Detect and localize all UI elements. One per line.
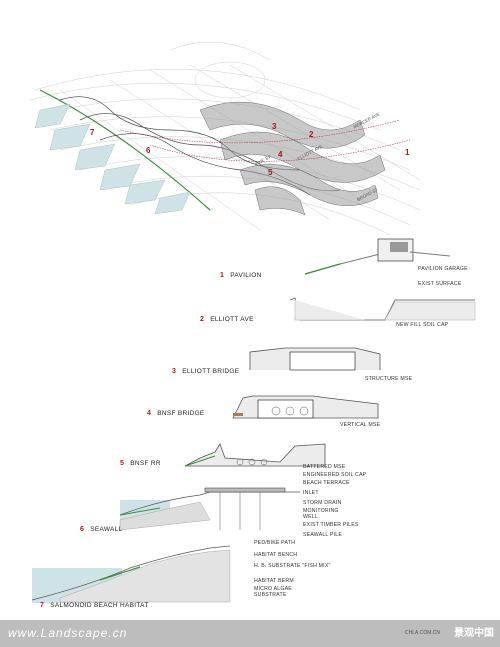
section-6-label-beach-terrace: BEACH TERRACE xyxy=(303,480,350,486)
map-number-1: 1 xyxy=(405,148,410,157)
water-blades xyxy=(34,103,191,215)
shoreline-green-line xyxy=(39,89,211,211)
section-4-label-vertical-mse: VERTICAL MSE xyxy=(340,422,381,428)
map-number-4: 4 xyxy=(278,150,283,159)
section-7-label-micro-algae: MICRO ALGAE SUBSTRATE xyxy=(254,586,292,598)
section-6-seawall-drawing xyxy=(119,487,300,531)
map-number-2: 2 xyxy=(309,130,314,139)
section-6-label-storm-drain: STORM DRAIN xyxy=(303,500,342,506)
section-1-pavilion-drawing xyxy=(304,238,451,275)
section-7-label-habitat-bench: HABITAT BENCH xyxy=(254,552,298,558)
section-7-label-ped-bike-path: PED/BIKE PATH xyxy=(254,540,296,546)
section-5-label-battered-mse: BATTERED MSE xyxy=(303,464,346,470)
section-7-label-habitat-berm: HABITAT BERM xyxy=(254,578,294,584)
map-number-7: 7 xyxy=(90,128,95,137)
map-number-5: 5 xyxy=(268,168,273,177)
footer-bar: www.Landscape.cn CHLA.COM.CN 景观中国 xyxy=(0,620,500,647)
site-axonometric-map xyxy=(29,41,421,236)
section-1-label-exist-surface: EXIST SURFACE xyxy=(418,281,462,287)
section-6-label-seawall-pile: SEAWALL PILE xyxy=(303,532,343,538)
section-7-habitat-drawing xyxy=(31,545,231,603)
section-3-label-structure-mse: STRUCTURE MSE xyxy=(365,376,413,382)
section-7-label-hb-substrate: H. B. SUBSTRATE "FISH MIX" xyxy=(254,563,331,569)
section-1-label-pavilion-garage: PAVILION GARAGE xyxy=(418,266,468,272)
section-5-label-engineered-soil-cap: ENGINEERED SOIL CAP xyxy=(303,472,367,478)
map-number-6: 6 xyxy=(146,146,151,155)
section-2-elliott-ave-drawing xyxy=(289,297,476,321)
section-3-elliott-bridge-drawing xyxy=(249,347,381,371)
footer-logo-text: 景观中国 xyxy=(454,628,494,639)
section-6-label-inlet: INLET xyxy=(303,490,319,496)
map-number-3: 3 xyxy=(272,122,277,131)
section-2-label-new-fill-soil-cap: NEW FILL SOIL CAP xyxy=(396,322,449,328)
footer-website: www.Landscape.cn xyxy=(8,626,128,640)
pavilion-swoops xyxy=(199,101,386,216)
section-5-bnsf-rr-drawing xyxy=(184,443,326,467)
section-4-bnsf-bridge-drawing xyxy=(232,395,379,419)
footer-site-url: CHLA.COM.CN xyxy=(404,630,440,636)
section-6-label-monitoring-well: MONITORING WELL xyxy=(303,508,339,520)
section-6-label-exist-timber-piles: EXIST TIMBER PILES xyxy=(303,522,359,528)
